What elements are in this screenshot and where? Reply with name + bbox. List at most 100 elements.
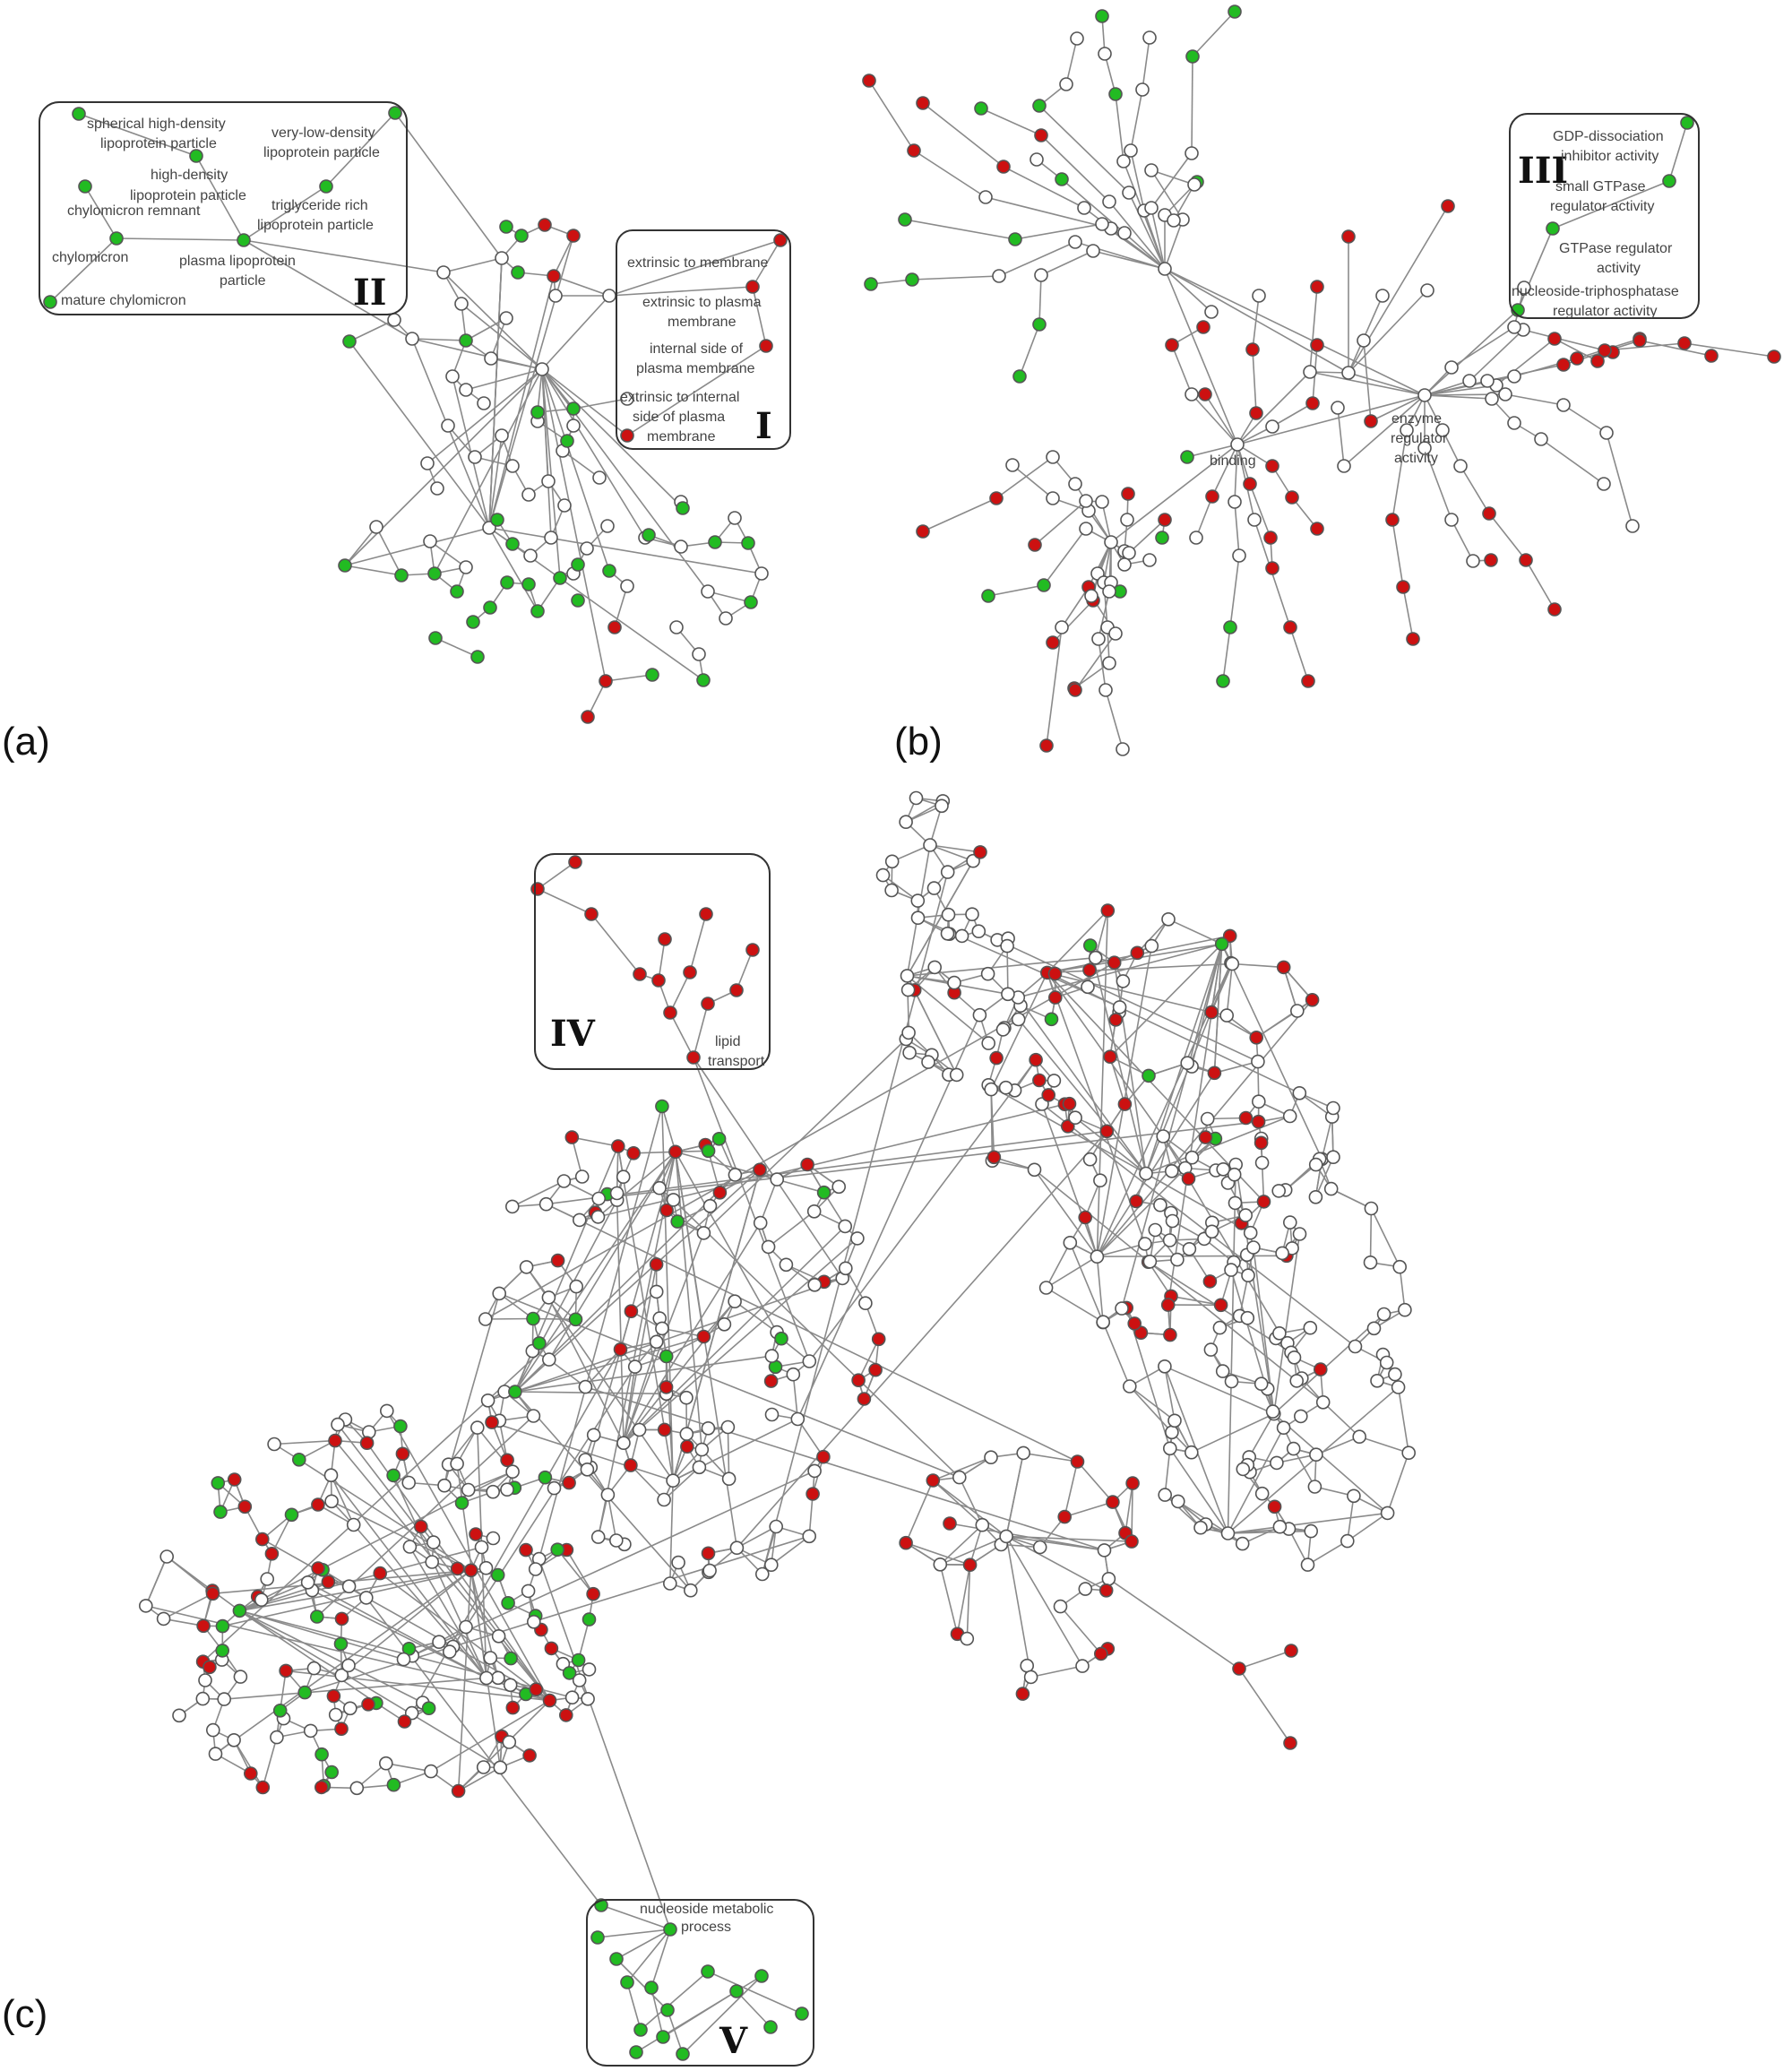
- network-node: [321, 1575, 336, 1589]
- network-node: [676, 501, 690, 515]
- term-chylomicron-remnant: chylomicron remnant: [67, 203, 201, 219]
- network-node: [1341, 366, 1356, 380]
- network-node: [720, 1419, 736, 1435]
- network-edge: [608, 239, 781, 297]
- network-node: [1200, 1111, 1215, 1126]
- network-node: [1180, 1056, 1194, 1070]
- network-edge: [998, 241, 1076, 277]
- network-node: [254, 1592, 269, 1607]
- network-node: [754, 1969, 769, 1983]
- network-node: [454, 1496, 470, 1510]
- network-node: [1519, 553, 1533, 567]
- network-node: [1034, 268, 1048, 282]
- network-edge: [541, 368, 607, 682]
- network-node: [569, 1279, 584, 1294]
- network-node: [159, 1549, 174, 1564]
- network-node: [196, 1618, 211, 1634]
- term-ntpase-reg-line2: regulator activity: [1553, 304, 1658, 319]
- network-node: [770, 1172, 785, 1187]
- network-node: [1252, 289, 1266, 303]
- network-node: [584, 907, 599, 921]
- network-node: [1034, 128, 1048, 142]
- network-node: [566, 229, 581, 243]
- box-III-numeral: III: [1518, 150, 1568, 192]
- network-node: [1272, 1519, 1288, 1534]
- network-node: [459, 383, 473, 397]
- network-edge: [366, 1597, 602, 1906]
- network-node: [474, 1540, 489, 1555]
- network-edge: [286, 1670, 550, 1702]
- network-edge: [600, 1904, 671, 1930]
- network-node: [284, 1507, 299, 1523]
- network-edge: [1129, 1385, 1176, 1421]
- network-edge: [1164, 1448, 1171, 1496]
- network-node: [680, 1439, 694, 1454]
- network-edge: [1343, 394, 1426, 467]
- box-IV-numeral: IV: [550, 1013, 596, 1055]
- network-node: [291, 1453, 306, 1467]
- network-node: [1590, 354, 1605, 368]
- network-edge: [1164, 268, 1212, 313]
- box-V-frame: [586, 1899, 814, 2067]
- network-node: [795, 2006, 809, 2021]
- network-node: [359, 1436, 375, 1450]
- network-node: [632, 1422, 647, 1437]
- network-node: [213, 1505, 228, 1519]
- network-edge: [1348, 372, 1426, 396]
- network-node: [600, 519, 615, 533]
- term-hdl-line1: high-density: [151, 168, 228, 183]
- network-node: [1108, 1013, 1124, 1027]
- network-node: [807, 1463, 822, 1479]
- network-edge: [461, 303, 543, 370]
- network-edge: [1164, 268, 1349, 374]
- network-node: [1216, 1162, 1230, 1177]
- network-edge: [1125, 1307, 1171, 1449]
- network-edge: [430, 1699, 550, 1773]
- network-edge: [736, 949, 754, 991]
- network-node: [1041, 1088, 1055, 1102]
- network-node: [378, 1756, 393, 1771]
- network-edge: [1069, 1242, 1131, 1387]
- network-edge: [537, 861, 576, 890]
- network-node: [1284, 1644, 1298, 1658]
- network-node: [1112, 1000, 1127, 1014]
- network-node: [1326, 1100, 1340, 1116]
- network-edge: [1273, 1412, 1389, 1514]
- network-edge: [630, 1464, 665, 1501]
- network-node: [1202, 1274, 1218, 1289]
- network-node: [701, 584, 715, 599]
- network-node: [1171, 1494, 1185, 1509]
- network-edge: [623, 1232, 705, 1444]
- network-edge: [1164, 1366, 1176, 1421]
- network-edge: [1191, 56, 1193, 154]
- term-trl-line2: lipoprotein particle: [257, 218, 374, 233]
- network-node: [361, 1697, 375, 1712]
- network-edge: [514, 1199, 618, 1393]
- network-node: [1055, 172, 1069, 186]
- network-node: [1224, 1374, 1239, 1389]
- network-node: [754, 566, 769, 581]
- network-node: [1254, 1155, 1270, 1170]
- network-node: [1106, 1495, 1120, 1509]
- network-node: [761, 1239, 776, 1255]
- network-edge: [1234, 444, 1238, 503]
- network-edge: [675, 1151, 824, 1194]
- node-extrinsic-internal-side: [620, 428, 634, 443]
- network-edge: [411, 338, 543, 370]
- network-node: [1116, 974, 1131, 988]
- network-edge: [905, 1541, 970, 1566]
- network-edge: [541, 295, 610, 370]
- network-node: [324, 1494, 339, 1509]
- term-ntpase-reg-line1: nucleoside-triphosphatase: [1512, 284, 1679, 299]
- network-node: [1385, 513, 1400, 527]
- network-node: [744, 595, 758, 609]
- network-node: [624, 1304, 639, 1318]
- network-node: [1364, 414, 1378, 428]
- network-node: [1232, 1661, 1246, 1676]
- network-node: [1228, 495, 1242, 509]
- network-node: [884, 854, 900, 869]
- network-edge: [1150, 169, 1184, 220]
- network-node: [1625, 519, 1640, 533]
- network-node: [1078, 1582, 1093, 1596]
- network-node: [1102, 194, 1116, 209]
